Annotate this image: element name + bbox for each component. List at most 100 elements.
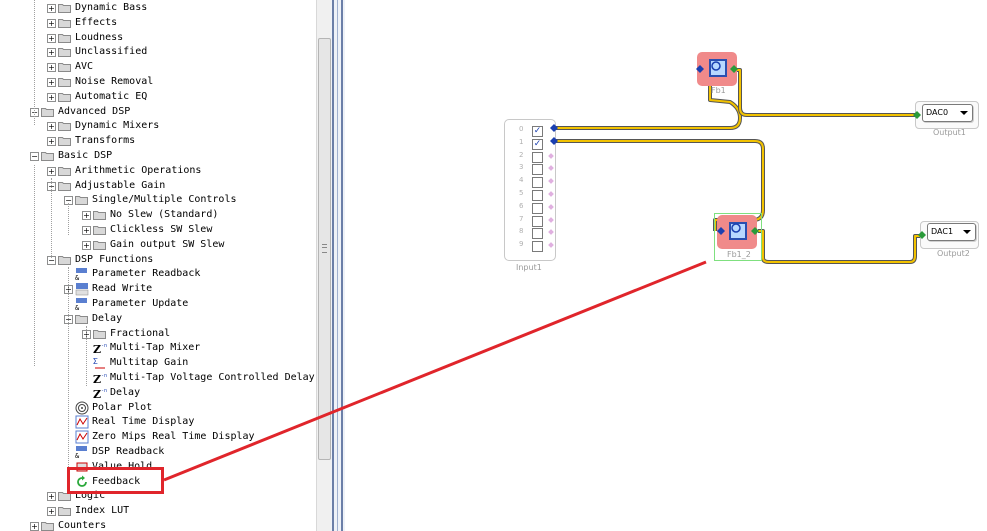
expand-icon[interactable]: + bbox=[82, 211, 91, 220]
expand-icon[interactable]: + bbox=[47, 167, 56, 176]
tree-item[interactable]: +Unclassified bbox=[0, 45, 316, 59]
fb1-2-block[interactable] bbox=[717, 215, 757, 249]
tree-item-label: Multi-Tap Mixer bbox=[110, 342, 201, 353]
tree-item[interactable]: +Automatic EQ bbox=[0, 90, 316, 104]
tree-item[interactable]: −DSP Functions bbox=[0, 253, 316, 267]
tree-item[interactable]: +Gain output SW Slew bbox=[0, 238, 316, 252]
toolbox-tree: +Dynamic Bass+Effects+Loudness+Unclassif… bbox=[0, 0, 318, 531]
tree-item[interactable]: +Counters bbox=[0, 519, 316, 531]
feedback-icon bbox=[709, 59, 727, 77]
expand-icon[interactable]: + bbox=[82, 226, 91, 235]
read-write-icon bbox=[75, 283, 89, 296]
channel-checkbox[interactable] bbox=[532, 164, 543, 176]
tree-item[interactable]: −Adjustable Gain bbox=[0, 179, 316, 193]
tree-item[interactable]: +Read Write bbox=[0, 282, 316, 296]
expand-icon[interactable]: + bbox=[47, 78, 56, 87]
channel-pin bbox=[548, 203, 554, 210]
tree-item[interactable]: +Transforms bbox=[0, 134, 316, 148]
fb1-2-label: Fb1_2 bbox=[727, 250, 751, 259]
z-delay-icon: Z-n bbox=[93, 373, 107, 385]
tree-item[interactable]: −Single/Multiple Controls bbox=[0, 193, 316, 207]
folder-icon bbox=[58, 256, 71, 265]
expand-icon[interactable]: + bbox=[47, 34, 56, 43]
folder-icon bbox=[93, 226, 106, 235]
channel-checkbox[interactable] bbox=[532, 151, 543, 163]
channel-checkbox[interactable] bbox=[532, 228, 543, 240]
tree-item-label: Feedback bbox=[92, 476, 141, 487]
channel-checkbox[interactable] bbox=[532, 215, 543, 227]
tree-item[interactable]: + Index LUT bbox=[0, 504, 316, 518]
folder-icon bbox=[93, 211, 106, 220]
tree-item[interactable]: +Dynamic Mixers bbox=[0, 119, 316, 133]
output1-dac-select[interactable]: DAC0 bbox=[922, 104, 973, 122]
tree-item-label: Logic bbox=[75, 490, 106, 501]
tree-item[interactable]: Real Time Display bbox=[0, 415, 316, 429]
channel-checkbox[interactable] bbox=[532, 190, 543, 201]
tree-guide-line bbox=[34, 0, 35, 125]
tree-item[interactable]: Polar Plot bbox=[0, 401, 316, 415]
tree-item[interactable]: +Fractional bbox=[0, 327, 316, 341]
channel-checkbox[interactable] bbox=[532, 241, 543, 253]
tree-item[interactable]: −Delay bbox=[0, 312, 316, 326]
channel-checkbox[interactable]: ✓ bbox=[532, 138, 543, 150]
tree-item[interactable]: +AVC bbox=[0, 60, 316, 74]
multitap-gain-icon: Σ bbox=[93, 357, 105, 369]
expand-icon[interactable]: + bbox=[47, 122, 56, 131]
tree-item[interactable]: &Parameter Readback bbox=[0, 267, 316, 281]
feedback-highlight-box bbox=[67, 467, 164, 494]
tree-item[interactable]: &Parameter Update bbox=[0, 297, 316, 311]
output2-dac-select[interactable]: DAC1 bbox=[927, 223, 976, 241]
expand-icon[interactable]: + bbox=[47, 507, 56, 516]
channel-number: 5 bbox=[519, 189, 524, 197]
channel-checkbox[interactable]: ✓ bbox=[532, 126, 543, 137]
svg-text:-n: -n bbox=[101, 388, 107, 394]
tree-item[interactable]: +No Slew (Standard) bbox=[0, 208, 316, 222]
collapse-icon[interactable]: − bbox=[30, 152, 39, 161]
expand-icon[interactable]: + bbox=[47, 4, 56, 13]
tree-item[interactable]: −Basic DSP bbox=[0, 149, 316, 163]
tree-item[interactable]: +Arithmetic Operations bbox=[0, 164, 316, 178]
channel-pin bbox=[548, 165, 554, 172]
channel-checkbox[interactable] bbox=[532, 177, 543, 189]
expand-icon[interactable]: + bbox=[30, 522, 39, 531]
folder-icon bbox=[58, 167, 71, 176]
real-time-display-icon bbox=[75, 430, 89, 444]
tree-item-label: Parameter Update bbox=[92, 298, 189, 309]
expand-icon[interactable]: + bbox=[47, 48, 56, 57]
expand-icon[interactable]: + bbox=[47, 19, 56, 28]
expand-icon[interactable]: + bbox=[47, 137, 56, 146]
folder-icon bbox=[58, 137, 71, 146]
tree-item[interactable]: &DSP Readback bbox=[0, 445, 316, 459]
tree-item[interactable]: +Dynamic Bass bbox=[0, 1, 316, 15]
fb1-block[interactable] bbox=[697, 52, 737, 86]
tree-item[interactable]: Zero Mips Real Time Display bbox=[0, 430, 316, 444]
channel-checkbox[interactable] bbox=[532, 202, 543, 214]
tree-item[interactable]: +Clickless SW Slew bbox=[0, 223, 316, 237]
readback-icon: & bbox=[75, 298, 87, 311]
panel-splitter[interactable] bbox=[331, 0, 345, 531]
tree-item[interactable]: +Noise Removal bbox=[0, 75, 316, 89]
tree-item[interactable]: +Effects bbox=[0, 16, 316, 30]
scroll-thumb[interactable] bbox=[318, 38, 331, 460]
tree-item-label: Multi-Tap Voltage Controlled Delay bbox=[110, 372, 315, 383]
tree-scrollbar[interactable] bbox=[316, 0, 331, 531]
tree-item[interactable]: −Advanced DSP bbox=[0, 105, 316, 119]
tree-item-label: Index LUT bbox=[75, 505, 130, 516]
tree-item[interactable]: Feedback bbox=[0, 475, 316, 489]
expand-icon[interactable]: + bbox=[47, 492, 56, 501]
z-delay-icon: Z-n bbox=[93, 388, 107, 400]
expand-icon[interactable]: + bbox=[82, 241, 91, 250]
expand-icon[interactable]: + bbox=[47, 93, 56, 102]
tree-item-label: Value Hold bbox=[92, 461, 153, 472]
tree-item[interactable]: +Loudness bbox=[0, 31, 316, 45]
expand-icon[interactable]: + bbox=[47, 63, 56, 72]
svg-text:&: & bbox=[75, 452, 80, 459]
channel-number: 2 bbox=[519, 150, 524, 159]
tree-item[interactable]: + Logic bbox=[0, 489, 316, 503]
